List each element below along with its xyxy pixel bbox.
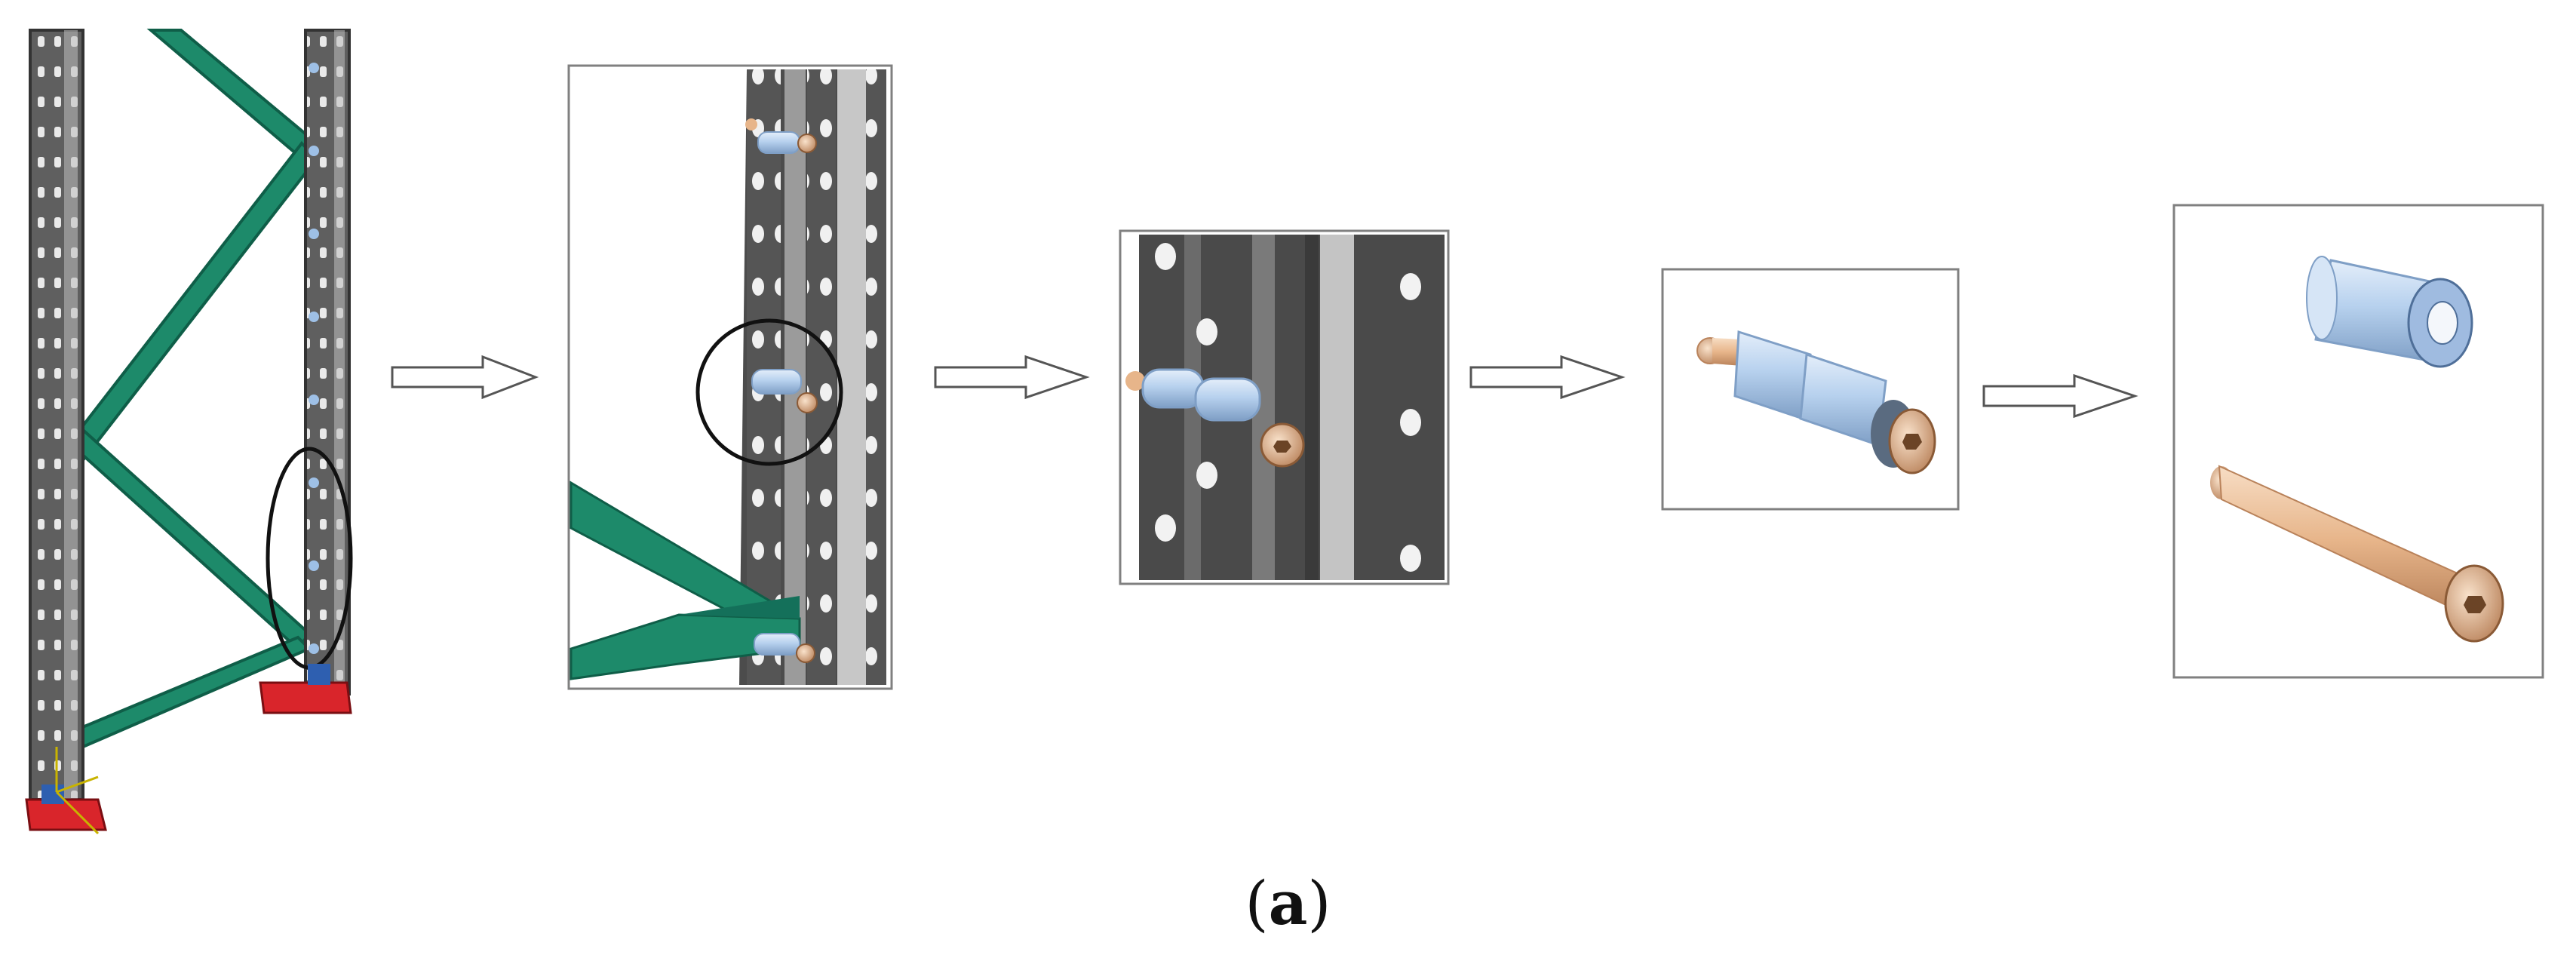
bolt bbox=[2210, 465, 2504, 643]
arrow-1 bbox=[391, 355, 539, 400]
right-baseplate bbox=[259, 681, 352, 714]
upright-connection-detail bbox=[567, 64, 893, 690]
highlight-circle bbox=[695, 318, 843, 466]
connector-markers bbox=[309, 63, 319, 654]
spacer-bolt-assembly bbox=[1661, 268, 1960, 511]
arrow-4 bbox=[1982, 373, 2138, 419]
connector-top bbox=[745, 118, 817, 154]
connector-bottom bbox=[754, 633, 815, 663]
axis-triad-icon bbox=[55, 747, 100, 835]
brace-beam bbox=[570, 481, 801, 680]
assembled-connector bbox=[1696, 330, 1936, 474]
exploded-components bbox=[2172, 204, 2544, 679]
connector-closeup bbox=[1119, 229, 1450, 585]
arrow-3 bbox=[1469, 355, 1626, 400]
caption-close: ) bbox=[1307, 868, 1331, 938]
caption-open: ( bbox=[1245, 868, 1269, 938]
hole-pattern bbox=[1155, 243, 1421, 572]
connector-enlarged bbox=[1125, 368, 1305, 468]
arrow-2 bbox=[934, 355, 1090, 400]
spacer-sleeve bbox=[2306, 256, 2473, 368]
figure-caption: (a) bbox=[0, 867, 2576, 938]
left-baseplate bbox=[25, 798, 107, 831]
connector-mid bbox=[751, 369, 818, 413]
caption-letter: a bbox=[1268, 867, 1308, 938]
rack-frame-overview bbox=[25, 29, 353, 835]
